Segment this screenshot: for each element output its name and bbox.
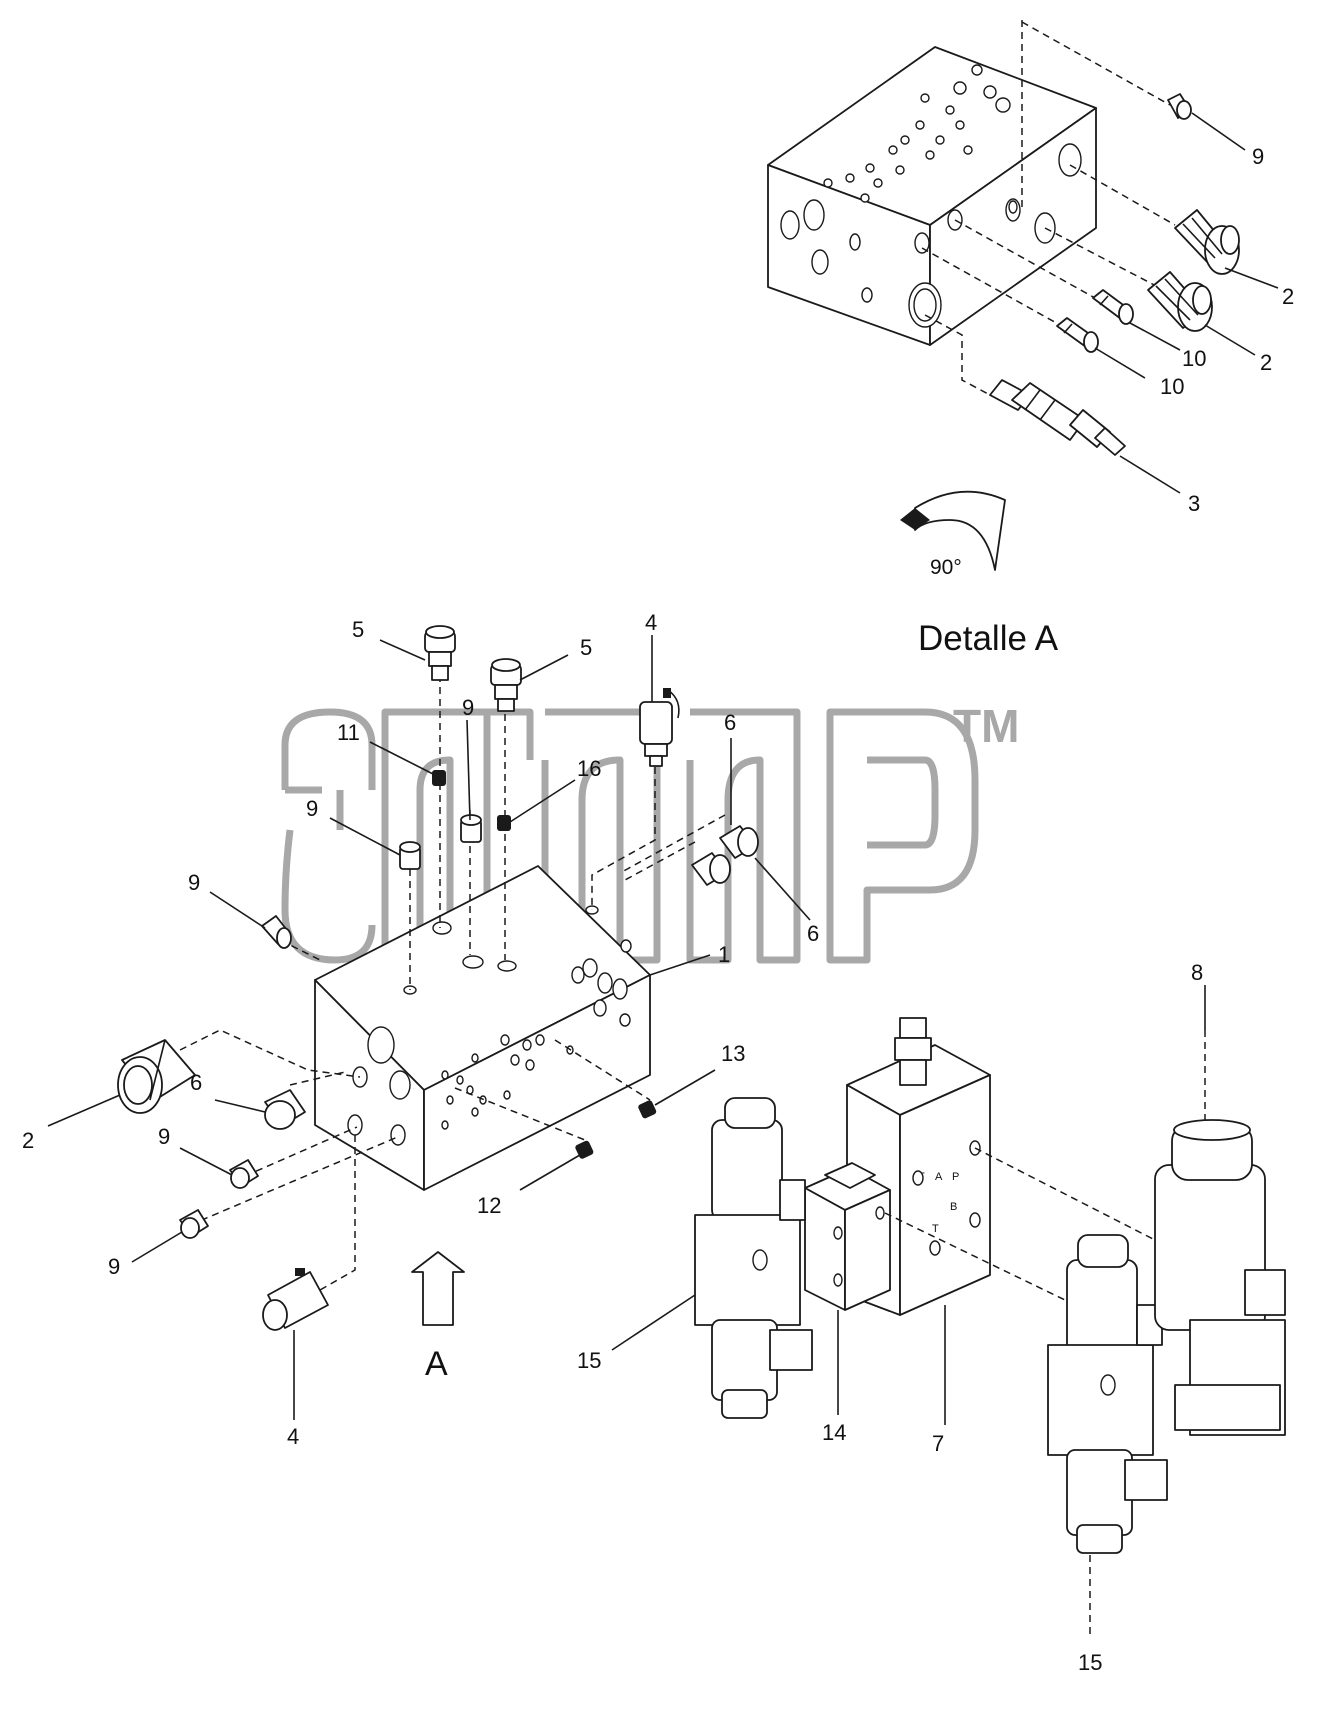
part-label-5: 5 xyxy=(580,635,592,660)
part-label-9: 9 xyxy=(108,1254,120,1279)
part-label-15: 15 xyxy=(1078,1650,1102,1675)
solenoid-valve-8 xyxy=(1154,1119,1286,1436)
part-label-5: 5 xyxy=(352,617,364,642)
part-label-3: 3 xyxy=(1188,491,1200,516)
detail-caption: Detalle A xyxy=(918,619,1059,658)
detail-fitting-2-upper xyxy=(1174,209,1240,275)
part-label-6: 6 xyxy=(724,710,736,735)
view-arrow-a: A xyxy=(411,1251,465,1383)
part-label-4: 4 xyxy=(645,610,657,635)
part-label-16: 16 xyxy=(577,756,601,781)
part-label-1: 1 xyxy=(718,942,730,967)
part-number-labels: 9 2 10 2 10 3 5 5 4 9 11 16 6 9 9 6 1 8 … xyxy=(22,144,1294,1675)
detail-plug-9 xyxy=(1167,93,1192,120)
plug-6-left xyxy=(264,1089,306,1130)
part-label-9: 9 xyxy=(188,870,200,895)
port-letter-a: A xyxy=(935,1171,943,1183)
part-label-11: 11 xyxy=(337,720,360,745)
part-label-2: 2 xyxy=(22,1128,34,1153)
part-label-10: 10 xyxy=(1160,374,1184,399)
part-label-9: 9 xyxy=(462,695,474,720)
solenoid-valve-15-left xyxy=(694,1097,813,1419)
plug-9-lower-a xyxy=(229,1159,259,1189)
part-label-6: 6 xyxy=(190,1070,202,1095)
port-letter-t2: T xyxy=(932,1223,939,1235)
fitting-5-right xyxy=(490,658,522,712)
part-label-2: 2 xyxy=(1282,284,1294,309)
rotation-90-icon: 90° xyxy=(900,490,1006,579)
plug-13 xyxy=(638,1100,657,1119)
detail-adapter-10-lower xyxy=(1056,317,1099,353)
part-label-13: 13 xyxy=(721,1041,745,1066)
solenoid-valve-15-right xyxy=(1047,1234,1168,1554)
detail-a-group: 90° Detalle A xyxy=(767,20,1240,658)
part-label-6: 6 xyxy=(807,921,819,946)
part-label-7: 7 xyxy=(932,1431,944,1456)
part-label-4: 4 xyxy=(287,1424,299,1449)
detail-fitting-2-lower xyxy=(1147,271,1213,332)
part-label-10: 10 xyxy=(1182,346,1206,371)
part-label-9: 9 xyxy=(158,1124,170,1149)
port-letter-b: B xyxy=(950,1201,957,1213)
plug-6-lower xyxy=(691,852,731,886)
part-label-9: 9 xyxy=(1252,144,1264,169)
plug-16 xyxy=(497,815,511,831)
view-arrow-label: A xyxy=(425,1345,448,1383)
pressure-switch-4-bottom xyxy=(262,1268,329,1331)
fitting-2-left xyxy=(117,1039,196,1114)
plug-6-upper xyxy=(719,825,759,859)
part-label-15: 15 xyxy=(577,1348,601,1373)
plug-9-center xyxy=(460,814,482,843)
part-label-8: 8 xyxy=(1191,960,1203,985)
plug-9-left xyxy=(399,841,421,870)
part-label-9: 9 xyxy=(306,796,318,821)
rotation-label: 90° xyxy=(930,556,962,579)
part-label-14: 14 xyxy=(822,1420,846,1445)
detail-adapter-10-upper xyxy=(1092,289,1134,325)
port-letter-p: P xyxy=(952,1171,959,1183)
pressure-switch-4-top xyxy=(639,688,680,767)
plug-11 xyxy=(432,770,446,786)
detail-cartridge-valve-3 xyxy=(989,379,1126,456)
plug-9-lower-b xyxy=(179,1209,209,1239)
plug-9-side xyxy=(261,915,292,949)
reducer-plate-14 xyxy=(804,1162,891,1311)
fitting-5-left xyxy=(424,625,456,681)
main-manifold-block xyxy=(314,865,651,1191)
trademark-mark: TM xyxy=(953,700,1019,752)
part-label-12: 12 xyxy=(477,1193,501,1218)
detail-manifold-block xyxy=(767,46,1097,346)
part-label-2: 2 xyxy=(1260,350,1272,375)
leader-lines xyxy=(47,112,1279,1425)
